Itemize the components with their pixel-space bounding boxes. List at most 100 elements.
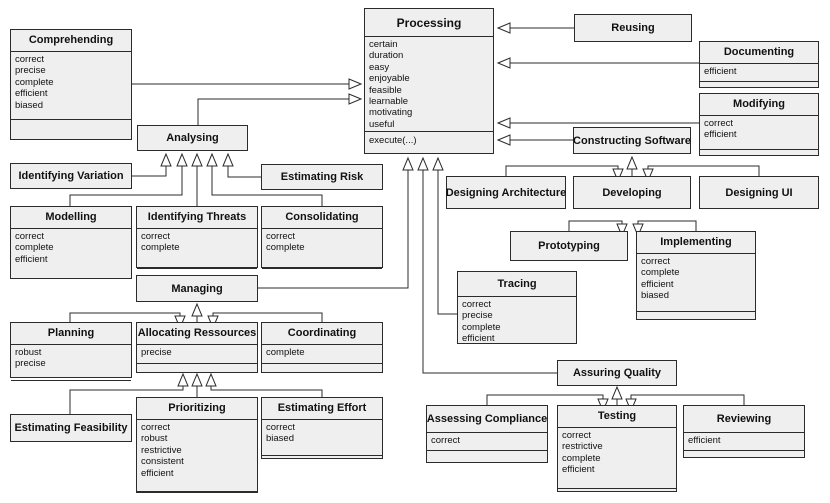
generalization-edge xyxy=(496,117,699,129)
generalization-edge xyxy=(258,156,414,289)
class-name: Analysing xyxy=(166,132,219,144)
generalization-arrowhead xyxy=(616,223,628,238)
class-name: Planning xyxy=(11,323,131,345)
operation-compartment xyxy=(427,450,547,451)
attribute: correct xyxy=(266,231,296,242)
attribute: restrictive xyxy=(562,441,603,453)
generalization-edge xyxy=(632,220,697,238)
coordinating-class: Coordinating complete xyxy=(261,322,383,373)
reusing-class: Reusing xyxy=(574,14,692,42)
attribute: feasible xyxy=(369,84,402,96)
class-name: Coordinating xyxy=(262,323,382,345)
operation-compartment xyxy=(558,488,676,489)
attribute: correct xyxy=(462,299,492,310)
attribute: efficient xyxy=(562,464,595,476)
attribute: complete xyxy=(266,242,305,254)
generalization-edge xyxy=(132,152,172,177)
generalization-edge xyxy=(496,57,699,69)
generalization-arrowhead xyxy=(191,372,203,387)
generalization-arrowhead xyxy=(160,152,172,167)
attribute-compartment: efficient xyxy=(684,433,804,450)
prototyping-class: Prototyping xyxy=(510,231,628,261)
generalization-edge xyxy=(191,152,203,206)
generalization-arrowhead xyxy=(612,168,624,183)
operation-compartment xyxy=(137,268,257,269)
designing-ui-class: Designing UI xyxy=(699,176,819,209)
generalization-edge xyxy=(191,302,203,322)
developing-class: Developing xyxy=(573,176,691,209)
attribute: complete xyxy=(562,452,601,464)
generalization-edge xyxy=(496,22,574,34)
generalization-arrowhead xyxy=(496,22,511,34)
class-name: Designing Architecture xyxy=(445,186,567,199)
analysing-class: Analysing xyxy=(137,125,248,151)
generalization-arrowhead xyxy=(496,134,511,146)
class-name: Estimating Risk xyxy=(280,171,364,183)
class-name: Testing xyxy=(558,406,676,428)
attribute: efficient xyxy=(688,435,721,446)
operation-compartment xyxy=(262,268,382,269)
attribute: complete xyxy=(641,267,680,279)
class-name: Estimating Effort xyxy=(262,398,382,420)
attribute: correct xyxy=(15,231,45,242)
generalization-arrowhead xyxy=(611,385,623,400)
attribute: correct xyxy=(641,256,671,267)
generalization-edge xyxy=(505,165,624,183)
attribute-compartment: precise xyxy=(137,345,257,363)
attribute: complete xyxy=(266,347,305,358)
attribute: certain xyxy=(369,39,398,50)
generalization-arrowhead xyxy=(432,156,444,171)
generalization-arrowhead xyxy=(206,152,218,167)
attribute: efficient xyxy=(15,253,48,265)
operation-compartment xyxy=(11,278,131,279)
class-name: Estimating Feasibility xyxy=(14,422,128,434)
generalization-arrowhead xyxy=(496,57,511,69)
attribute: correct xyxy=(562,430,592,441)
attribute: complete xyxy=(15,242,54,254)
class-name: Developing xyxy=(602,186,662,199)
designing-architecture-class: Designing Architecture xyxy=(446,176,566,209)
generalization-arrowhead xyxy=(402,156,414,171)
attribute: complete xyxy=(462,321,501,333)
class-name: Reusing xyxy=(611,22,655,34)
generalization-arrowhead xyxy=(348,93,363,105)
attribute: biased xyxy=(266,433,294,445)
attribute: efficient xyxy=(15,88,48,100)
attribute: precise xyxy=(141,347,172,358)
operation-compartment: execute(...) xyxy=(365,131,493,146)
operation-compartment xyxy=(262,455,382,456)
generalization-arrowhead xyxy=(496,117,511,129)
attribute: efficient xyxy=(704,66,737,77)
generalization-arrowhead xyxy=(348,78,363,90)
managing-class: Managing xyxy=(136,275,258,302)
generalization-arrowhead xyxy=(191,152,203,167)
attribute: robust xyxy=(15,347,42,358)
operation-compartment xyxy=(700,149,818,150)
attribute: biased xyxy=(641,290,669,302)
attribute: robust xyxy=(141,433,168,445)
generalization-edge xyxy=(611,385,623,405)
operation-compartment xyxy=(11,380,131,381)
attribute: complete xyxy=(141,242,180,254)
